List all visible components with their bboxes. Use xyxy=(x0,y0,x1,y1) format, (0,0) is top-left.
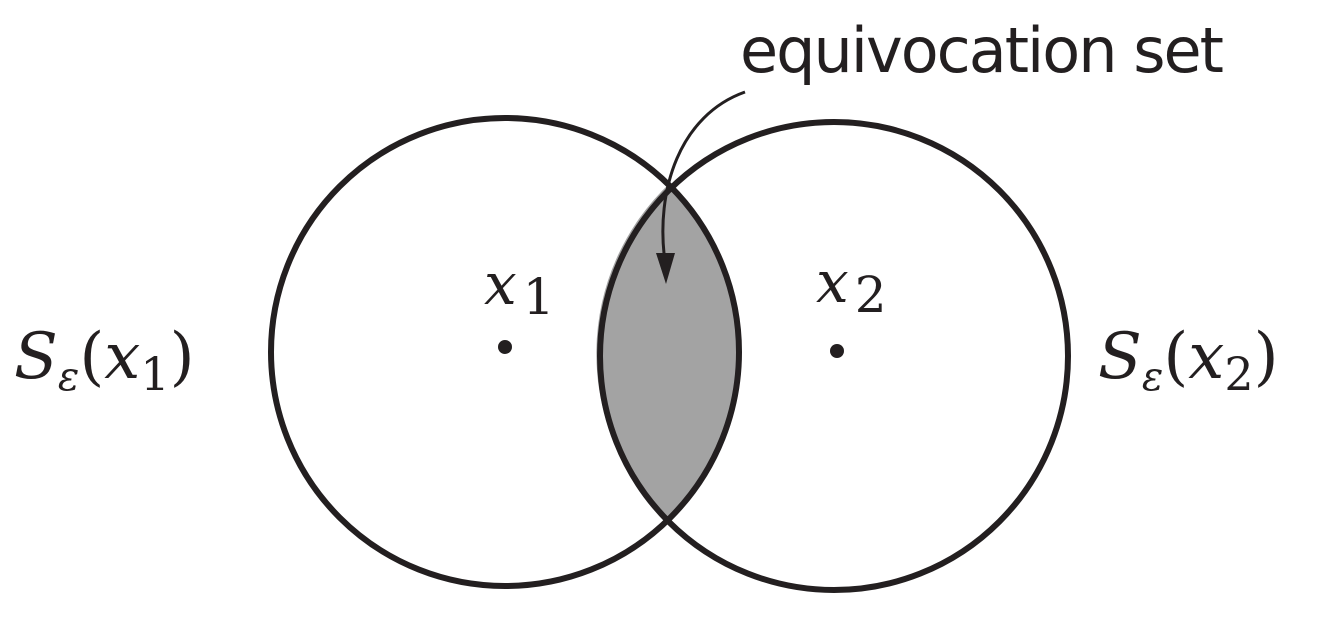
center-point-1 xyxy=(498,340,512,354)
set-label-1-open-paren: ( xyxy=(79,320,104,394)
center-label-2-subscript: 2 xyxy=(855,266,887,324)
equivocation-set-label: equivocation set xyxy=(740,14,1223,87)
set-label-1-close-paren: ) xyxy=(170,320,195,394)
set-label-2: Sε(x2) xyxy=(1098,320,1279,401)
intersection-region xyxy=(596,183,739,519)
center-point-2 xyxy=(830,344,844,358)
set-circle-1 xyxy=(268,115,742,589)
set-label-1-arg: x xyxy=(104,320,140,394)
callout-arrow xyxy=(661,90,746,263)
set-circle-2 xyxy=(597,119,1071,593)
callout-arrowhead xyxy=(656,253,675,284)
set-label-2-symbol: S xyxy=(1098,320,1142,394)
set-label-1: Sε(x1) xyxy=(14,320,195,401)
set-label-1-symbol: S xyxy=(14,320,58,394)
set-label-2-open-paren: ( xyxy=(1163,320,1188,394)
set-label-1-arg-subscript: 1 xyxy=(140,347,169,401)
set-label-2-arg-subscript: 2 xyxy=(1224,347,1253,401)
set-label-2-arg: x xyxy=(1188,320,1224,394)
center-label-1-symbol: x xyxy=(484,250,517,318)
set-label-2-epsilon: ε xyxy=(1142,354,1163,400)
center-label-2-symbol: x xyxy=(816,248,849,316)
center-label-1-subscript: 1 xyxy=(523,268,555,326)
set-label-2-close-paren: ) xyxy=(1254,320,1279,394)
set-label-1-epsilon: ε xyxy=(58,354,79,400)
